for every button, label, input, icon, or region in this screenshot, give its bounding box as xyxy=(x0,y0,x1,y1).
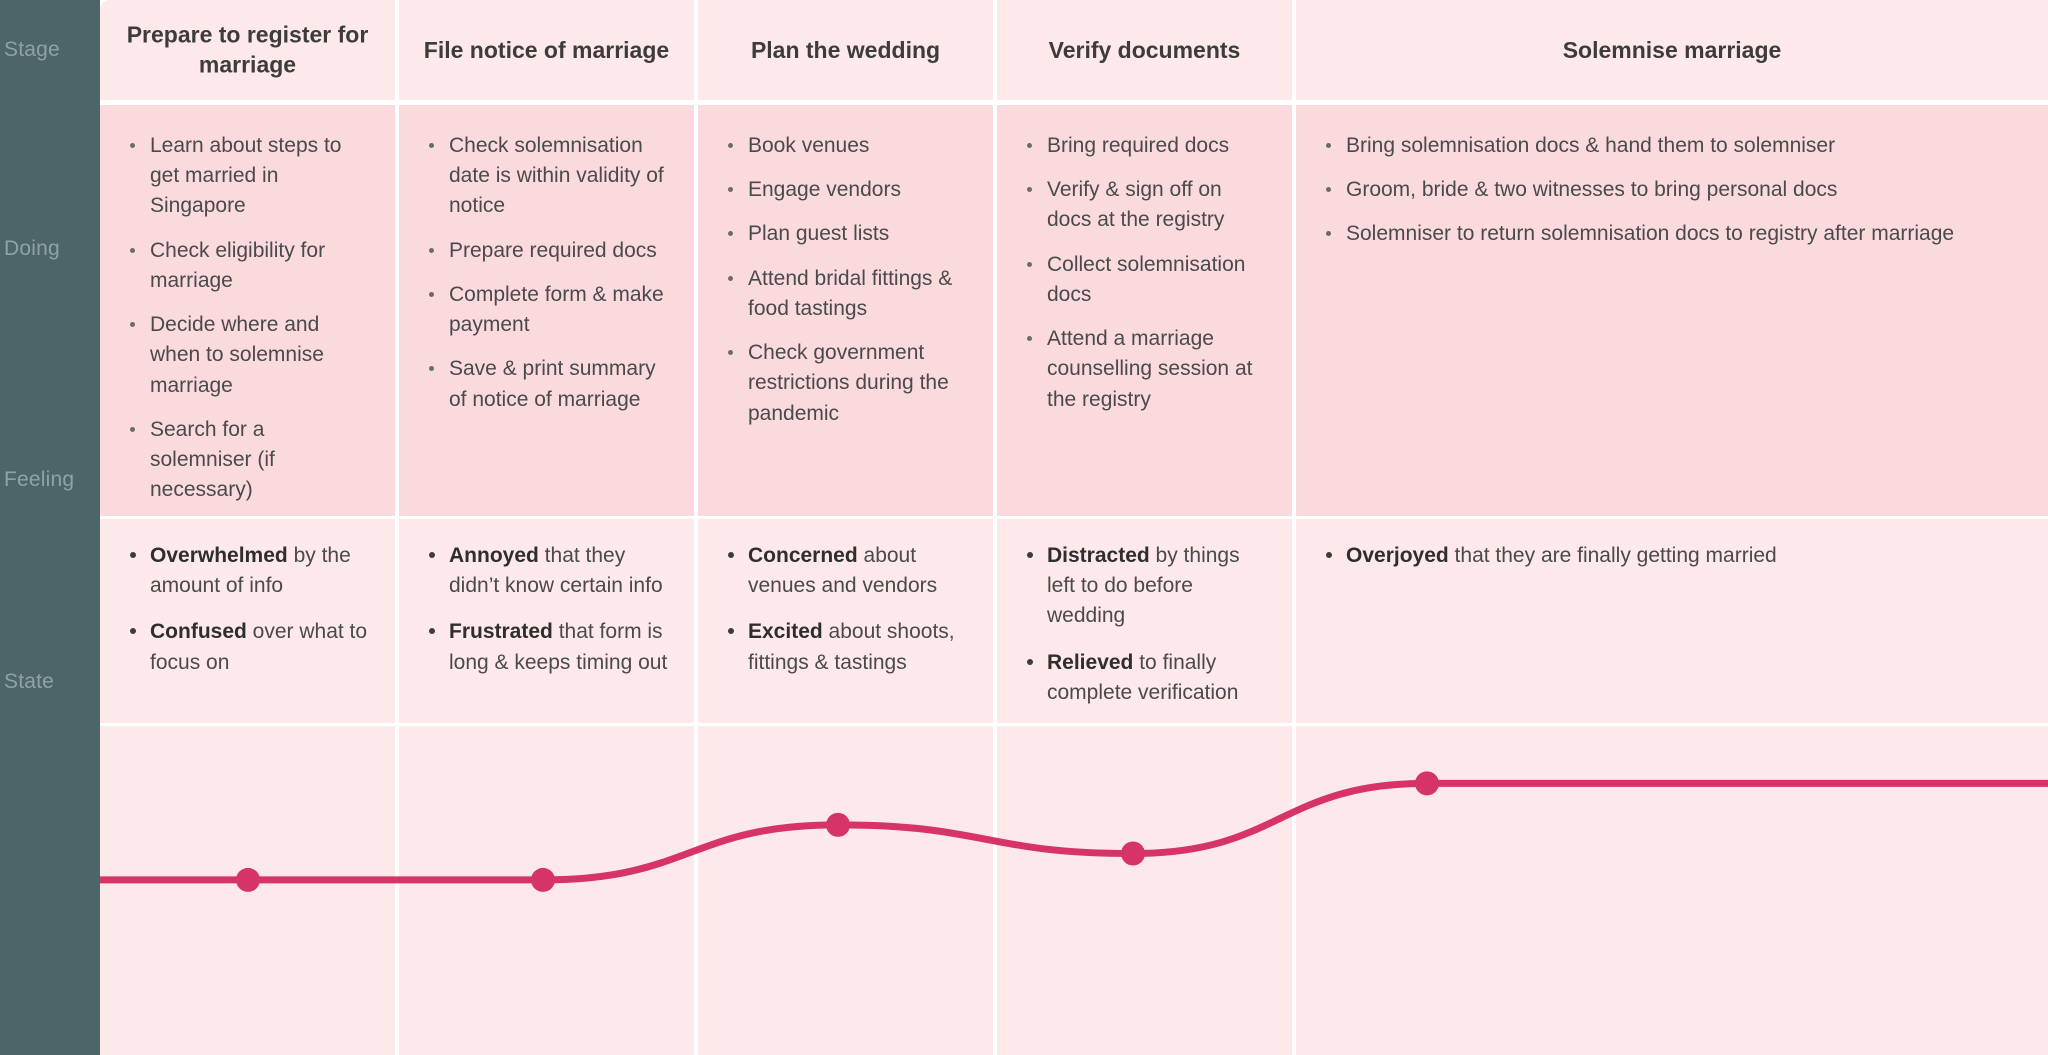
emotion-detail: that form is long & keeps timing out xyxy=(449,620,668,674)
list-item: Bring required docs xyxy=(1025,131,1268,161)
column-title: Plan the wedding xyxy=(750,36,941,63)
doing-cell-4: Bring solemnisation docs & hand them to … xyxy=(1296,105,2048,516)
list-item: Frustrated that form is long & keeps tim… xyxy=(427,617,670,677)
emotion-detail: to finally complete verification xyxy=(1047,650,1239,704)
doing-list: Bring solemnisation docs & hand them to … xyxy=(1296,105,2048,250)
column-title: Solemnise marriage xyxy=(1562,36,1782,63)
list-item: Check solemnisation date is within valid… xyxy=(427,131,670,222)
stage-cell-0: Prepare to register for marriage xyxy=(100,0,395,100)
emotion-detail: about shoots, fittings & tastings xyxy=(748,620,955,674)
list-item: Bring solemnisation docs & hand them to … xyxy=(1324,131,2024,161)
feeling-list: Overjoyed that they are finally getting … xyxy=(1296,519,2048,571)
list-item: Overwhelmed by the amount of info xyxy=(128,541,371,601)
feeling-list: Annoyed that they didn’t know certain in… xyxy=(399,519,694,678)
doing-cell-0: Learn about steps to get married in Sing… xyxy=(100,105,395,516)
list-item: Learn about steps to get married in Sing… xyxy=(128,131,371,222)
list-item: Engage vendors xyxy=(726,175,969,205)
list-item: Overjoyed that they are finally getting … xyxy=(1324,541,2024,571)
list-item: Plan guest lists xyxy=(726,219,969,249)
feeling-cell-4: Overjoyed that they are finally getting … xyxy=(1296,519,2048,723)
stage-cell-3: Verify documents xyxy=(997,0,1292,100)
sidebar: Stage Doing Feeling State xyxy=(0,0,100,1055)
doing-list: Learn about steps to get married in Sing… xyxy=(100,105,395,506)
emotion-detail: over what to focus on xyxy=(150,620,368,674)
list-item: Verify & sign off on docs at the registr… xyxy=(1025,175,1268,235)
sidebar-label-state: State xyxy=(4,670,55,693)
doing-list: Check solemnisation date is within valid… xyxy=(399,105,694,415)
row-state xyxy=(100,726,2048,1055)
list-item: Distracted by things left to do before w… xyxy=(1025,541,1268,632)
emotion-detail: that they are finally getting married xyxy=(1448,544,1777,567)
emotion-label: Relieved xyxy=(1047,650,1134,674)
list-item: Collect solemnisation docs xyxy=(1025,250,1268,310)
list-item: Annoyed that they didn’t know certain in… xyxy=(427,541,670,601)
list-item: Prepare required docs xyxy=(427,236,670,266)
list-item: Attend a marriage counselling session at… xyxy=(1025,324,1268,415)
stage-cell-2: Plan the wedding xyxy=(698,0,993,100)
state-cell-1 xyxy=(399,726,694,1055)
emotion-label: Distracted xyxy=(1047,544,1150,567)
emotion-label: Overjoyed xyxy=(1346,544,1449,567)
feeling-cell-1: Annoyed that they didn’t know certain in… xyxy=(399,519,694,723)
row-doing: Learn about steps to get married in Sing… xyxy=(100,105,2048,516)
stage-cell-1: File notice of marriage xyxy=(399,0,694,100)
row-stage: Prepare to register for marriage File no… xyxy=(100,0,2048,100)
list-item: Save & print summary of notice of marria… xyxy=(427,354,670,414)
list-item: Confused over what to focus on xyxy=(128,617,371,677)
state-cell-2 xyxy=(698,726,993,1055)
emotion-label: Overwhelmed xyxy=(150,544,288,567)
emotion-label: Excited xyxy=(748,620,823,644)
feeling-list: Distracted by things left to do before w… xyxy=(997,519,1292,708)
list-item: Groom, bride & two witnesses to bring pe… xyxy=(1324,175,2024,205)
emotion-label: Annoyed xyxy=(449,544,539,567)
doing-cell-1: Check solemnisation date is within valid… xyxy=(399,105,694,516)
emotion-label: Frustrated xyxy=(449,620,553,644)
state-cell-0 xyxy=(100,726,395,1055)
emotion-detail: by things left to do before wedding xyxy=(1047,544,1240,628)
list-item: Attend bridal fittings & food tastings xyxy=(726,264,969,324)
sidebar-label-doing: Doing xyxy=(4,237,60,260)
sidebar-label-feeling: Feeling xyxy=(4,468,75,491)
column-title: File notice of marriage xyxy=(423,36,670,63)
emotion-detail: about venues and vendors xyxy=(748,544,938,598)
emotion-detail: that they didn’t know certain info xyxy=(449,544,663,598)
list-item: Excited about shoots, fittings & tasting… xyxy=(726,617,969,677)
list-item: Complete form & make payment xyxy=(427,280,670,340)
emotion-label: Confused xyxy=(150,620,247,644)
column-title: Prepare to register for marriage xyxy=(126,21,369,78)
emotion-label: Concerned xyxy=(748,544,858,567)
journey-grid: Prepare to register for marriage File no… xyxy=(100,0,2048,1055)
list-item: Search for a solemniser (if necessary) xyxy=(128,415,371,506)
state-cell-3 xyxy=(997,726,1292,1055)
state-cell-4 xyxy=(1296,726,2048,1055)
list-item: Book venues xyxy=(726,131,969,161)
list-item: Decide where and when to solemnise marri… xyxy=(128,310,371,401)
feeling-cell-3: Distracted by things left to do before w… xyxy=(997,519,1292,723)
list-item: Check government restrictions during the… xyxy=(726,338,969,429)
sidebar-label-stage: Stage xyxy=(4,38,60,61)
list-item: Check eligibility for marriage xyxy=(128,236,371,296)
list-item: Solemniser to return solemnisation docs … xyxy=(1324,219,2024,249)
column-title: Verify documents xyxy=(1048,36,1241,63)
list-item: Concerned about venues and vendors xyxy=(726,541,969,601)
stage-cell-4: Solemnise marriage xyxy=(1296,0,2048,100)
emotion-detail: by the amount of info xyxy=(150,544,351,598)
list-item: Relieved to finally complete verificatio… xyxy=(1025,648,1268,708)
